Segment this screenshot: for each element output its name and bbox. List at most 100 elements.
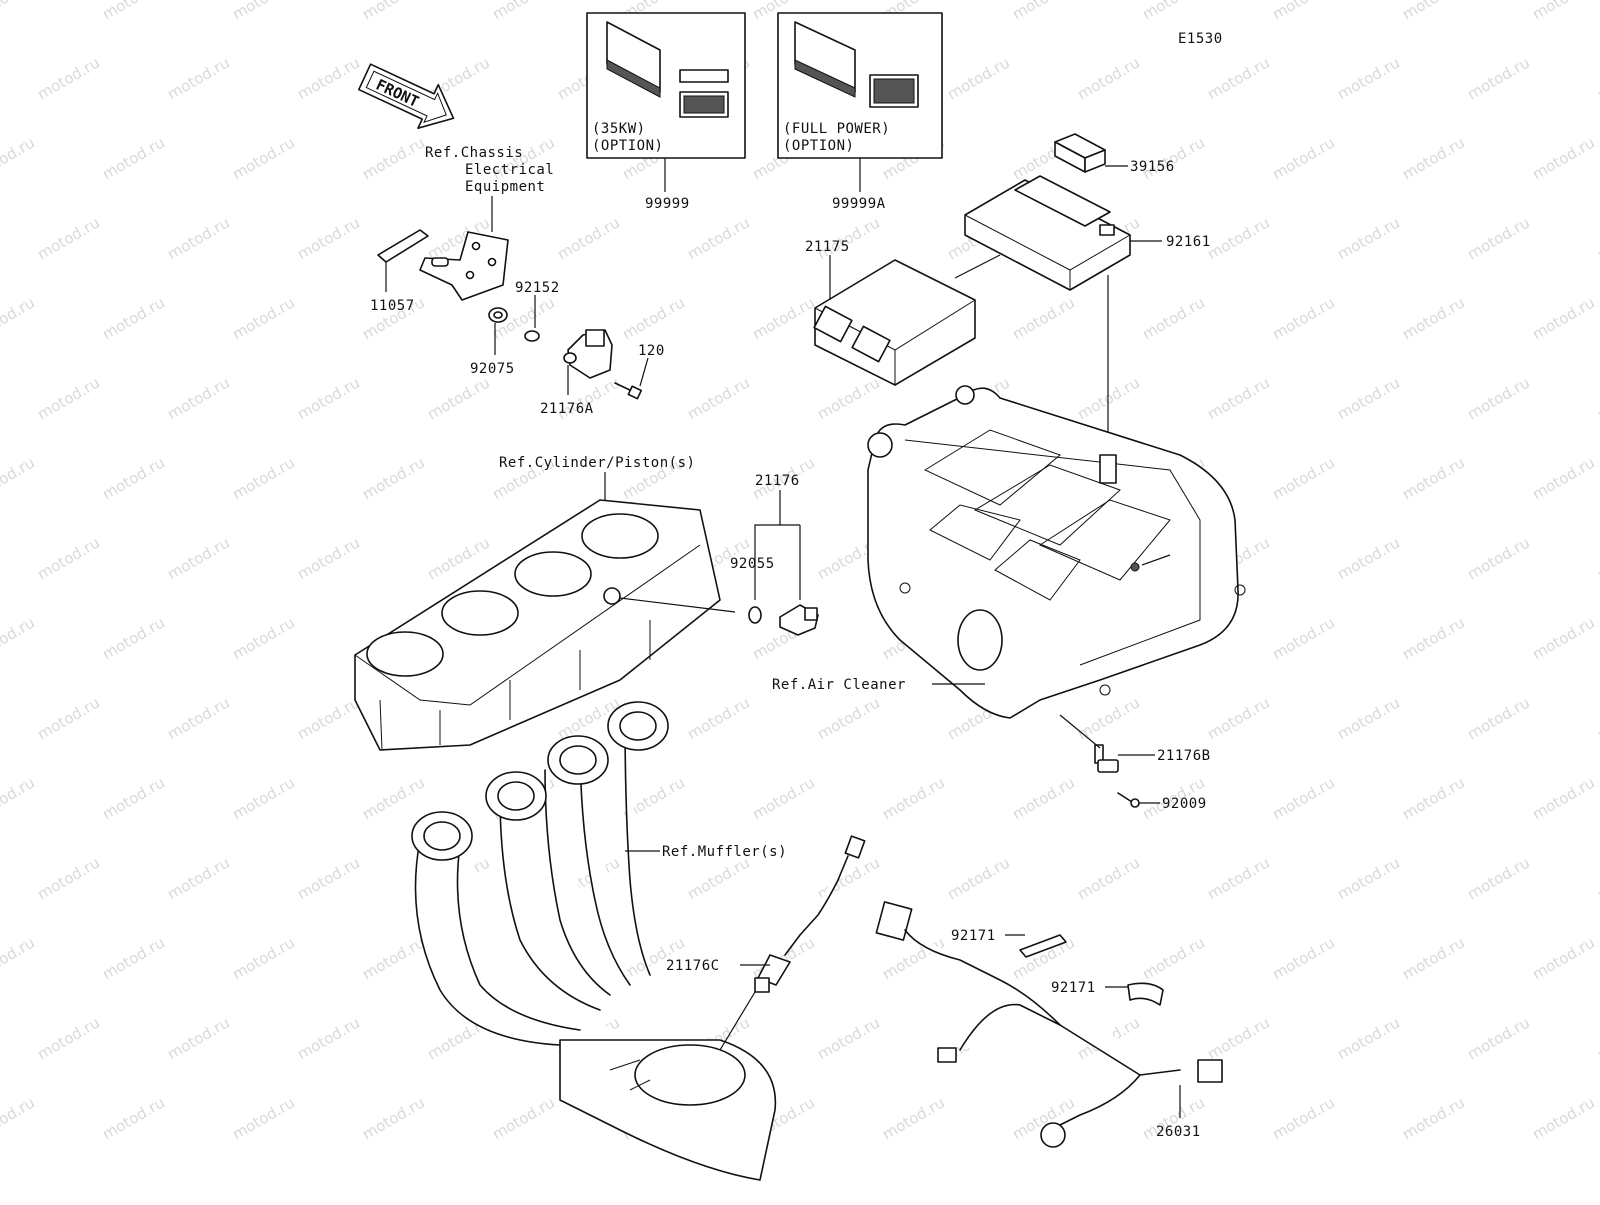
watermark-text: motod.ru: [489, 0, 558, 23]
watermark-text: motod.ru: [1269, 133, 1338, 183]
part-number-92161: 92161: [1166, 234, 1211, 250]
watermark-text: motod.ru: [1594, 213, 1600, 263]
watermark-text: motod.ru: [1594, 1013, 1600, 1063]
o2-sensor-21176C: [754, 835, 866, 993]
watermark-text: motod.ru: [99, 933, 168, 983]
watermark-text: motod.ru: [684, 373, 753, 423]
collar-92152: [524, 330, 540, 342]
watermark-text: motod.ru: [1594, 693, 1600, 743]
option-full-power-line1: (FULL POWER): [783, 121, 890, 137]
watermark-text: motod.ru: [1009, 0, 1078, 23]
watermark-text: motod.ru: [359, 933, 428, 983]
watermark-text: motod.ru: [99, 773, 168, 823]
part-number-21176B: 21176B: [1157, 748, 1211, 764]
watermark-text: motod.ru: [0, 933, 38, 983]
watermark-text: motod.ru: [1464, 373, 1533, 423]
watermark-text: motod.ru: [164, 853, 233, 903]
watermark-text: motod.ru: [294, 213, 363, 263]
watermark-text: motod.ru: [229, 133, 298, 183]
watermark-text: motod.ru: [1594, 533, 1600, 583]
part-number-21176: 21176: [755, 473, 800, 489]
ref-cylinder: Ref.Cylinder/Piston(s): [499, 455, 695, 471]
watermark-text: motod.ru: [1529, 613, 1598, 663]
ref-chassis-line1: Ref.Chassis: [425, 145, 523, 161]
watermark-text: motod.ru: [1529, 773, 1598, 823]
part-number-92075: 92075: [470, 361, 515, 377]
watermark-text: motod.ru: [1204, 213, 1273, 263]
watermark-text: motod.ru: [294, 533, 363, 583]
watermark-text: motod.ru: [0, 293, 38, 343]
watermark-text: motod.ru: [1464, 53, 1533, 103]
watermark-text: motod.ru: [164, 373, 233, 423]
bolt-120: [614, 382, 643, 400]
watermark-text: motod.ru: [879, 933, 948, 983]
watermark-text: motod.ru: [229, 453, 298, 503]
watermark-text: motod.ru: [1399, 293, 1468, 343]
watermark-text: motod.ru: [1334, 373, 1403, 423]
watermark-text: motod.ru: [229, 293, 298, 343]
watermark-text: motod.ru: [1139, 0, 1208, 23]
part-number-92055: 92055: [730, 556, 775, 572]
watermark-text: motod.ru: [1269, 0, 1338, 23]
watermark-text: motod.ru: [1399, 453, 1468, 503]
watermark-text: motod.ru: [294, 53, 363, 103]
watermark-text: motod.ru: [99, 133, 168, 183]
rubber-39156: [1054, 133, 1106, 173]
watermark-text: motod.ru: [619, 293, 688, 343]
watermark-text: motod.ru: [1204, 693, 1273, 743]
clamp-92171-b: [1127, 982, 1164, 1006]
part-number-92171-a: 92171: [951, 928, 996, 944]
watermark-text: motod.ru: [359, 0, 428, 23]
watermark-text: motod.ru: [1464, 1013, 1533, 1063]
watermark-text: motod.ru: [99, 293, 168, 343]
watermark-text: motod.ru: [359, 133, 428, 183]
watermark-text: motod.ru: [1464, 213, 1533, 263]
watermark-text: motod.ru: [229, 773, 298, 823]
watermark-text: motod.ru: [359, 1093, 428, 1143]
watermark-text: motod.ru: [1269, 453, 1338, 503]
diagram-code: E1530: [1178, 31, 1223, 47]
ref-muffler: Ref.Muffler(s): [662, 844, 787, 860]
option-35kw-line1: (35KW): [592, 121, 646, 137]
watermark-text: motod.ru: [1464, 853, 1533, 903]
watermark-text: motod.ru: [0, 133, 38, 183]
watermark-text: motod.ru: [1269, 773, 1338, 823]
watermark-text: motod.ru: [34, 853, 103, 903]
watermark-text: motod.ru: [34, 213, 103, 263]
part-number-99999A: 99999A: [832, 196, 886, 212]
part-number-120: 120: [638, 343, 665, 359]
watermark-text: motod.ru: [1139, 933, 1208, 983]
ref-chassis-line2: Electrical: [465, 162, 554, 178]
watermark-text: motod.ru: [0, 613, 38, 663]
watermark-text: motod.ru: [34, 1013, 103, 1063]
watermark-text: motod.ru: [1399, 0, 1468, 23]
watermark-text: motod.ru: [1204, 1013, 1273, 1063]
sensor-21176A: [563, 329, 613, 379]
part-number-39156: 39156: [1130, 159, 1175, 175]
watermark-text: motod.ru: [1399, 1093, 1468, 1143]
watermark-text: motod.ru: [99, 0, 168, 23]
watermark-text: motod.ru: [1594, 373, 1600, 423]
watermark-text: motod.ru: [814, 1013, 883, 1063]
watermark-text: motod.ru: [229, 933, 298, 983]
watermark-text: motod.ru: [359, 773, 428, 823]
watermark-text: motod.ru: [1334, 693, 1403, 743]
watermark-text: motod.ru: [99, 613, 168, 663]
watermark-text: motod.ru: [294, 693, 363, 743]
watermark-text: motod.ru: [1464, 533, 1533, 583]
watermark-text: motod.ru: [1269, 933, 1338, 983]
watermark-text: motod.ru: [879, 1093, 948, 1143]
watermark-text: motod.ru: [0, 1093, 38, 1143]
part-number-21176A: 21176A: [540, 401, 594, 417]
exhaust-headers: [411, 701, 777, 1181]
watermark-text: motod.ru: [99, 453, 168, 503]
watermark-text: motod.ru: [1399, 613, 1468, 663]
watermark-text: motod.ru: [1529, 453, 1598, 503]
watermark-text: motod.ru: [359, 453, 428, 503]
watermark-text: motod.ru: [164, 213, 233, 263]
watermark-text: motod.ru: [1334, 1013, 1403, 1063]
watermark-text: motod.ru: [294, 853, 363, 903]
part-number-99999: 99999: [645, 196, 690, 212]
watermark-text: motod.ru: [164, 53, 233, 103]
